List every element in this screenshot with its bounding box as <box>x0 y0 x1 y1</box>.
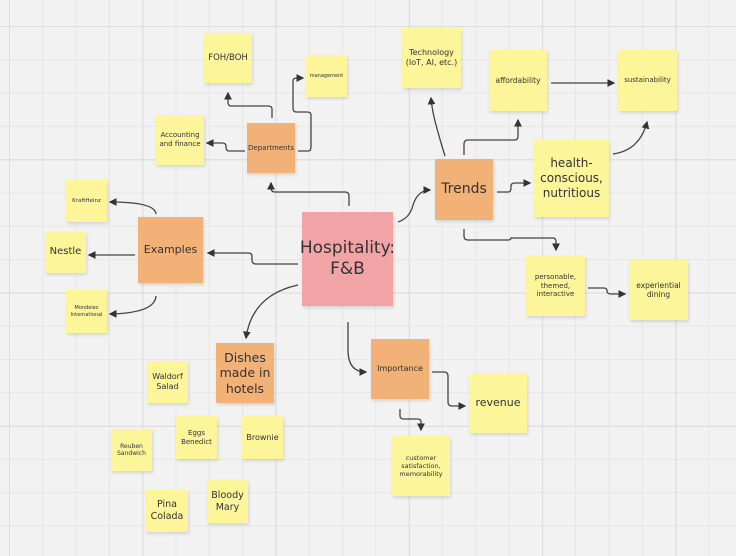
arrow-central-importance <box>347 322 368 376</box>
arrow-importance-satisfaction <box>399 409 425 432</box>
examples-note[interactable]: Examples <box>138 217 203 283</box>
foh-boh-note[interactable]: FOH/BOH <box>204 33 252 83</box>
brownie-note[interactable]: Brownie <box>242 416 283 459</box>
arrow-dept-management <box>292 74 312 152</box>
bloody-mary-note[interactable]: Bloody Mary <box>207 480 248 523</box>
arrow-central-dishes <box>243 284 299 340</box>
waldorf-note[interactable]: Waldorf Salad <box>147 361 188 403</box>
satisfaction-note[interactable]: customer satisfaction, memorability <box>392 436 450 496</box>
central-note[interactable]: Hospitality: F&B <box>300 212 395 306</box>
arrow-dept-foh <box>224 91 273 118</box>
personable-note[interactable]: personable, themed, interactive <box>526 256 585 316</box>
arrow-central-trends <box>397 186 432 223</box>
health-note[interactable]: health-conscious, nutritious <box>534 140 609 217</box>
arrow-examples-kraftheinz <box>108 198 157 215</box>
revenue-note[interactable]: revenue <box>469 373 527 433</box>
management-note[interactable]: management <box>306 55 347 97</box>
experiential-note[interactable]: experiential dining <box>629 260 688 320</box>
trends-note[interactable]: Trends <box>435 159 493 220</box>
arrow-trends-technology <box>427 96 446 157</box>
arrow-health-sustainability <box>612 120 650 155</box>
kraftheinz-note[interactable]: KraftHeinz <box>66 180 107 222</box>
accounting-note[interactable]: Accounting and finance <box>156 115 204 165</box>
nestle-note[interactable]: Nestle <box>45 232 86 273</box>
importance-note[interactable]: Importance <box>371 339 429 399</box>
arrow-trends-health <box>497 179 532 193</box>
technology-note[interactable]: Technology (IoT, AI, etc.) <box>402 28 461 88</box>
eggs-benedict-note[interactable]: Eggs Benedict <box>176 416 217 459</box>
arrow-personable-experiential <box>588 287 627 298</box>
departments-note[interactable]: Departments <box>247 123 295 173</box>
pina-colada-note[interactable]: Pina Colada <box>146 490 188 532</box>
arrow-central-examples <box>206 249 298 265</box>
arrow-dept-accounting <box>205 139 245 152</box>
arrow-central-departments <box>267 181 350 206</box>
dishes-note[interactable]: Dishes made in hotels <box>216 343 274 403</box>
mondelez-note[interactable]: Mondelez International <box>66 290 107 333</box>
arrow-trends-affordability <box>463 118 522 155</box>
affordability-note[interactable]: affordability <box>489 50 547 111</box>
arrow-trends-personable <box>463 229 560 252</box>
arrow-importance-revenue <box>432 371 467 410</box>
sustainability-note[interactable]: sustainability <box>618 50 677 111</box>
arrow-examples-mondelez <box>108 295 157 318</box>
reuben-note[interactable]: Reuben Sandwich <box>111 429 152 471</box>
